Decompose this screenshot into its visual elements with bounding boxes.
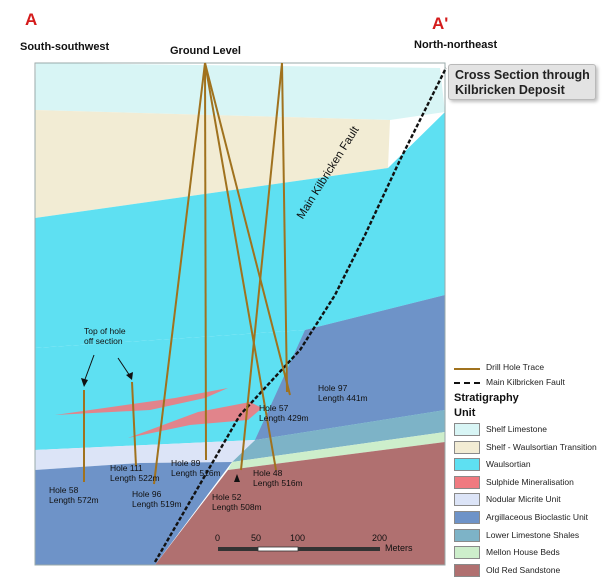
main-kilbricken-fault-line — [153, 67, 448, 563]
waulsortian-layer — [35, 112, 445, 348]
hole-57-name: Hole 57 — [259, 403, 289, 413]
legend-swatch-2 — [454, 458, 480, 472]
hole-48-length: Length 516m — [253, 478, 303, 488]
drill-trace-52 — [240, 62, 283, 471]
old-red-sandstone-layer — [155, 442, 445, 565]
scale-tick-50: 50 — [251, 533, 262, 543]
legend-swatch-1 — [454, 440, 480, 454]
scale-tick-200: 200 — [372, 533, 388, 543]
drill-hole-traces — [83, 62, 291, 485]
drill-trace-89 — [204, 62, 207, 461]
legend-unit-label-8: Old Red Sandstone — [486, 564, 561, 575]
hole-label-57: Hole 57 Length 429m — [259, 403, 309, 423]
legend-fault-swatch — [454, 382, 480, 384]
drill-trace-57 — [204, 62, 291, 396]
legend-unit-label-6: Lower Limestone Shales — [486, 529, 580, 540]
annotation-line1: Top of hole — [84, 326, 126, 336]
scale-unit: Meters — [385, 543, 413, 553]
shelf-limestone-layer — [35, 63, 445, 120]
section-title-box: Cross Section through Kilbricken Deposit — [448, 64, 596, 100]
legend-swatch-8 — [454, 563, 480, 577]
legend-unit-label-1: Shelf - Waulsortian Transition — [486, 441, 597, 452]
corner-label-a-prime: A' — [432, 14, 449, 33]
hole-97-length: Length 441m — [318, 393, 368, 403]
off-section-arrow-58 — [83, 354, 95, 383]
direction-nne: North-northeast — [414, 39, 498, 51]
legend-swatch-0 — [454, 423, 480, 436]
section-title-line2: Kilbricken Deposit — [455, 83, 565, 97]
hole-52-length: Length 508m — [212, 502, 262, 512]
hole-111-name: Hole 111 — [110, 463, 143, 473]
legend-drill-hole-swatch — [454, 368, 480, 370]
hole-58-name: Hole 58 — [49, 485, 79, 495]
legend-drill-hole-label: Drill Hole Trace — [486, 362, 545, 372]
legend-unit-label-0: Shelf Limestone — [486, 424, 547, 434]
lower-limestone-shales-layer — [232, 410, 445, 462]
hole-48-name: Hole 48 — [253, 468, 283, 478]
hole-label-89: Hole 89 Length 516m — [171, 458, 221, 478]
legend-unit-label-3: Sulphide Mineralisation — [486, 476, 574, 487]
direction-ssw: South-southwest — [20, 41, 110, 53]
legend-heading-unit: Unit — [454, 407, 476, 419]
off-section-arrowhead-58 — [81, 378, 88, 387]
hole-label-96: Hole 96 Length 519m — [132, 489, 182, 509]
sulphide-mineralisation-body — [55, 388, 228, 415]
legend-swatch-3 — [454, 475, 480, 489]
section-title-line1: Cross Section through — [455, 68, 590, 82]
hole-96-length: Length 519m — [132, 499, 182, 509]
drill-trace-111 — [131, 381, 137, 467]
legend-swatch-5 — [454, 511, 480, 524]
hole-52-pointer — [234, 474, 240, 482]
section-border — [34, 62, 446, 566]
legend-unit-label-2: Waulsortian — [486, 459, 531, 470]
hole-58-length: Length 572m — [49, 495, 99, 505]
legend-swatch-6 — [454, 528, 480, 542]
scale-tick-100: 100 — [290, 533, 306, 543]
hole-label-97: Hole 97 Length 441m — [318, 383, 368, 403]
hole-89-name: Hole 89 — [171, 458, 201, 468]
off-section-annotation: Top of hole off section — [84, 326, 126, 346]
mellon-house-beds-layer — [228, 432, 445, 470]
hole-89-length: Length 516m — [171, 468, 221, 478]
argillaceous-bioclastic-left-layer — [35, 462, 232, 565]
legend-heading-stratigraphy: Stratigraphy — [454, 392, 519, 404]
hole-111-length: Length 522m — [110, 473, 160, 483]
annotation-line2: off section — [84, 336, 123, 346]
drill-trace-96 — [153, 62, 206, 485]
scale-bar — [218, 546, 380, 552]
legend-unit-label-5: Argillaceous Bioclastic Unit — [486, 512, 589, 522]
hole-label-52: Hole 52 Length 508m — [212, 492, 262, 512]
hole-label-58: Hole 58 Length 572m — [49, 485, 99, 505]
legend-unit-label-7: Mellon House Beds — [486, 547, 560, 558]
shelf-waulsortian-transition-layer — [35, 110, 390, 218]
hole-52-name: Hole 52 — [212, 492, 242, 502]
ground-level-label: Ground Level — [170, 45, 241, 57]
nodular-micrite-unit-layer — [35, 440, 255, 470]
legend-unit-label-4: Nodular Micrite Unit — [486, 494, 561, 505]
off-section-arrow-111 — [117, 357, 131, 377]
off-section-arrowhead-111 — [126, 372, 133, 380]
hole-96-name: Hole 96 — [132, 489, 162, 499]
hole-label-48: Hole 48 Length 516m — [253, 468, 303, 488]
drill-trace-97 — [281, 62, 288, 393]
corner-label-a: A — [25, 10, 38, 29]
hole-label-111: Hole 111 Length 522m — [110, 463, 160, 483]
hole-97-name: Hole 97 — [318, 383, 348, 393]
scale-tick-0: 0 — [215, 533, 221, 543]
legend-fault-label: Main Kilbricken Fault — [486, 377, 565, 387]
hole-57-length: Length 429m — [259, 413, 309, 423]
legend-swatch-4 — [454, 493, 480, 507]
legend-swatch-7 — [454, 546, 480, 560]
drill-trace-48 — [204, 62, 277, 471]
argillaceous-bioclastic-unit-layer — [255, 295, 445, 440]
